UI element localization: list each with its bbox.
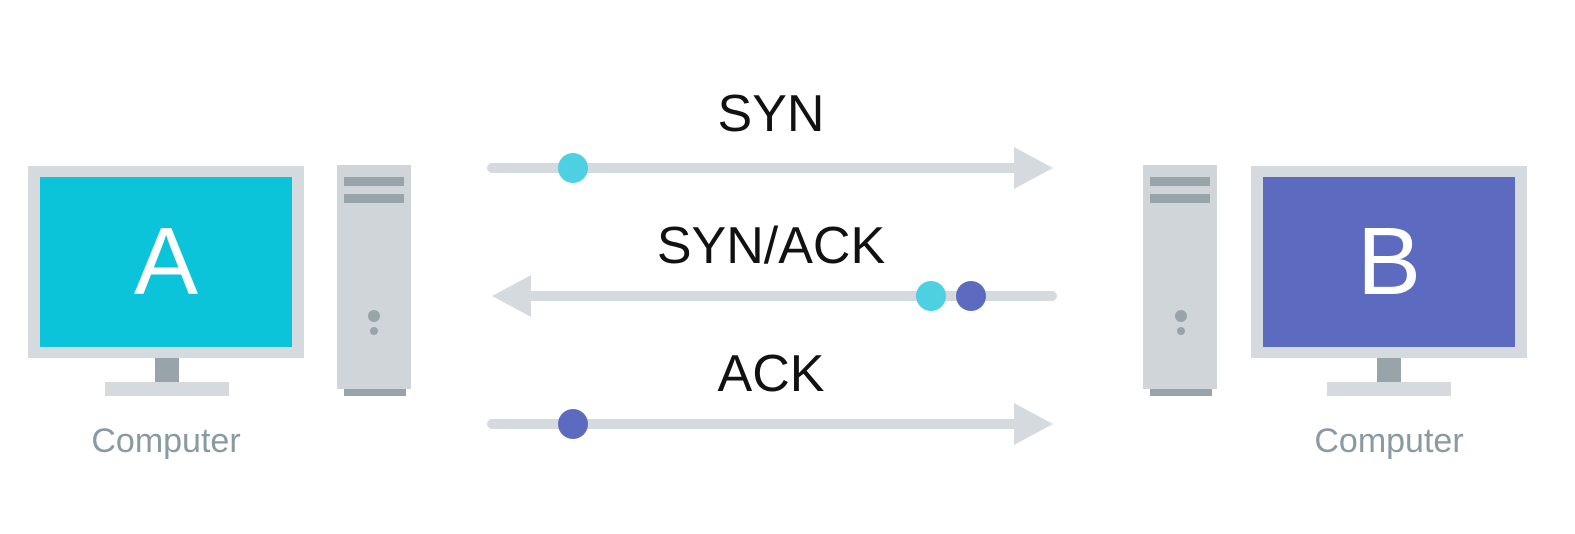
computer-letter: A xyxy=(134,208,198,315)
message-label: SYN/ACK xyxy=(657,217,886,275)
monitor-base xyxy=(105,382,229,396)
message-syn: SYN xyxy=(487,85,1053,189)
tower-bay xyxy=(1150,194,1210,203)
tower-icon xyxy=(337,165,411,396)
packet-dot xyxy=(956,281,986,311)
message-label: ACK xyxy=(718,345,825,403)
tower-button xyxy=(368,310,380,322)
monitor-screen xyxy=(1263,177,1515,347)
packet-dot xyxy=(558,153,588,183)
tower-bay xyxy=(344,194,404,203)
tower-icon xyxy=(1143,165,1217,396)
tower-button xyxy=(1175,310,1187,322)
monitor-icon: A xyxy=(28,166,304,396)
tower-led xyxy=(370,327,378,335)
monitor-screen xyxy=(40,177,292,347)
computer-letter: B xyxy=(1357,208,1421,315)
tower-bay xyxy=(1150,177,1210,186)
message-ack: ACK xyxy=(487,345,1053,445)
computer-caption: Computer xyxy=(1314,422,1463,460)
monitor-base xyxy=(1327,382,1451,396)
monitor-icon: B xyxy=(1251,166,1527,396)
packet-dot xyxy=(916,281,946,311)
computer-b: B Computer xyxy=(1143,165,1527,460)
tower-bay xyxy=(344,177,404,186)
monitor-neck xyxy=(155,358,179,382)
packet-dot xyxy=(558,409,588,439)
computer-caption: Computer xyxy=(91,422,240,460)
tower-foot xyxy=(1150,389,1212,396)
message-label: SYN xyxy=(718,85,825,143)
message-syn-ack: SYN/ACK xyxy=(492,217,1057,317)
computer-a: A Computer xyxy=(28,165,411,460)
tower-led xyxy=(1177,327,1185,335)
monitor-neck xyxy=(1377,358,1401,382)
tower-foot xyxy=(344,389,406,396)
